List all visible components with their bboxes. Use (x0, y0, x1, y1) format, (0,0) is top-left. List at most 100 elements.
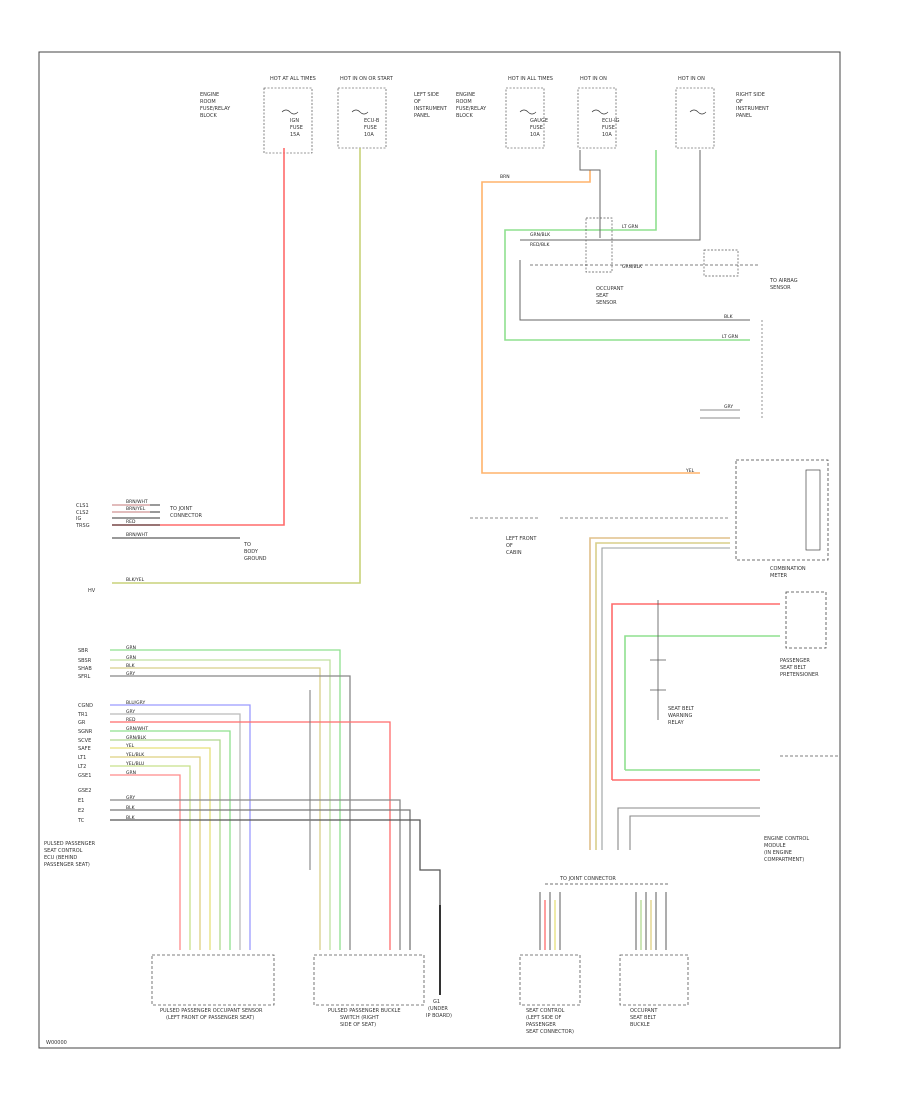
rc-5-0: SEAT BELT (668, 706, 695, 712)
top-note-0-3: PANEL (414, 113, 430, 119)
ecu-pin-5: TR1 (77, 712, 88, 718)
top-note-1-0: ENGINE (456, 92, 475, 98)
bottom-component-labels: PULSED PASSENGER OCCUPANT SENSOR (LEFT F… (160, 876, 658, 1035)
hot-label-3: HOT IN ALL TIMES (508, 76, 553, 82)
rwl-6: GRY (724, 404, 733, 410)
fuse-label-3-2: 10A (530, 132, 540, 138)
rc-5-2: RELAY (668, 720, 685, 726)
ecu-wire-7: GRN/WHT (126, 726, 148, 732)
bc-4-0: OCCUPANT (630, 1008, 658, 1014)
combination-meter-box (735, 459, 829, 561)
top-note-0-1: OF (414, 99, 421, 105)
pretensioner-box (785, 591, 827, 649)
footer-code: W00000 (46, 1040, 67, 1046)
ecu-wire-4: BLU/GRY (126, 700, 146, 706)
rc-3-2: PRETENSIONER (780, 672, 819, 678)
ecu-pin-11: LT2 (78, 764, 86, 770)
left-note2-1: BODY (244, 549, 259, 555)
ecu-pin-1: SBSR (78, 658, 92, 664)
ecu-pin-2: SHAB (78, 666, 92, 672)
rwl-5: BLK (724, 314, 734, 320)
left-wire-2: RED (126, 519, 136, 525)
ecu-pin-12: GSE1 (78, 773, 91, 779)
rwl-1: LT GRN (622, 224, 638, 230)
right-wire-labels: GRN/BLK LT GRN RED/BLK GRN/BLK LT GRN BL… (500, 174, 738, 474)
left-pin-0: CLS1 (76, 503, 89, 509)
left-ecu-name-2: ECU (BEHIND (44, 855, 77, 861)
ecu-pin-16: TC (77, 818, 85, 824)
hot-label-5: HOT IN ON (678, 76, 705, 82)
rwl-0: GRN/BLK (530, 232, 551, 238)
top-note-0-0: LEFT SIDE (414, 92, 439, 98)
top-note-2-2: INSTRUMENT (736, 106, 770, 112)
fuse-labels: ENGINE ROOM FUSE/RELAY BLOCK IGN FUSE 15… (200, 92, 620, 138)
ecu-wire-2: BLK (126, 663, 136, 669)
wire-grey-2 (519, 260, 750, 321)
left-note2-2: GROUND (244, 556, 267, 562)
rc-4-0: ENGINE CONTROL (764, 836, 809, 842)
bc-3-2: PASSENGER (526, 1022, 556, 1028)
bc-3-0: SEAT CONTROL (526, 1008, 565, 1014)
hot-labels: HOT AT ALL TIMES HOT IN ON OR START HOT … (270, 76, 705, 82)
fuse-label-1-1: FUSE (290, 125, 303, 131)
fuse-label-0-2: FUSE/RELAY (200, 106, 231, 112)
ecu-pin-10: LT1 (78, 755, 86, 761)
rc-6-2: CABIN (506, 550, 522, 556)
left-wire-3: BRN/WHT (126, 532, 148, 538)
relay-box (585, 217, 613, 273)
ecu-wire-5: GRY (126, 709, 135, 715)
rc-4-2: (IN ENGINE (764, 850, 792, 856)
rc-5-1: WARNING (668, 713, 693, 719)
junction-label-0: TO JOINT CONNECTOR (559, 876, 616, 882)
fuse-label-2-0: ECU-B (364, 118, 380, 124)
fuse-label-4-2: 10A (602, 132, 612, 138)
hot-label-2: HOT IN ON OR START (340, 76, 394, 82)
bc-1-2: SIDE OF SEAT) (340, 1022, 376, 1028)
rc-0-2: SENSOR (596, 300, 617, 306)
rc-0-1: SEAT (596, 293, 609, 299)
bc-4-2: BUCKLE (630, 1022, 650, 1028)
ecu-wire-8: GRN/BLK (126, 735, 147, 741)
top-note-2-0: RIGHT SIDE (736, 92, 765, 98)
main-wires (112, 148, 840, 850)
fuse-label-0-1: ROOM (200, 99, 216, 105)
left-pin-4: HV (88, 588, 96, 594)
bc-0-0: PULSED PASSENGER OCCUPANT SENSOR (160, 1008, 263, 1014)
ecu-pin-7: SGNR (78, 729, 93, 735)
ecu-wire-13: GRY (126, 795, 135, 801)
left-wire-0: BRN/WHT (126, 499, 148, 505)
ecu-wire-10: YEL/BLK (125, 752, 145, 758)
left-pin-1: CLS2 (76, 510, 89, 516)
fuse-label-4-1: FUSE (602, 125, 615, 131)
rwl-4: LT GRN (722, 334, 738, 340)
ecu-wire-15: BLK (126, 815, 136, 821)
hot-label-4: HOT IN ON (580, 76, 607, 82)
rwl-3: GRN/BLK (622, 264, 643, 270)
left-ecu-name: PULSED PASSENGER SEAT CONTROL ECU (BEHIN… (44, 841, 96, 868)
rc-4-1: MODULE (764, 843, 786, 849)
left-note-1: CONNECTOR (170, 513, 203, 519)
left-note2-0: TO (243, 542, 251, 548)
rwl-2: RED/BLK (530, 242, 551, 248)
ecu-pin-15: E2 (78, 808, 84, 814)
rc-6-1: OF (506, 543, 513, 549)
wire-orange (481, 170, 700, 474)
top-note-1-2: FUSE/RELAY (456, 106, 487, 112)
bc-3-3: SEAT CONNECTOR) (526, 1029, 574, 1035)
bottom-wire-colors (544, 900, 652, 950)
rc-3-0: PASSENGER (780, 658, 810, 664)
fuse-label-3-0: GAUGE (530, 118, 548, 124)
bottom-connectors (151, 883, 689, 1006)
wire-green-pretensioner (624, 635, 780, 770)
left-pin-3: TRSG (75, 523, 90, 529)
left-wire-4: BLK/YEL (126, 577, 145, 583)
rwl-7: YEL (685, 468, 695, 474)
ecu-pin-8: SCVE (78, 738, 91, 744)
bc-4-1: SEAT BELT (630, 1015, 657, 1021)
rc-6-0: LEFT FRONT (506, 536, 537, 542)
top-note-1-1: ROOM (456, 99, 472, 105)
top-note-2-1: OF (736, 99, 743, 105)
left-ecu-name-3: PASSENGER SEAT) (44, 862, 90, 868)
top-note-2-3: PANEL (736, 113, 752, 119)
fuse-label-0-0: ENGINE (200, 92, 219, 98)
